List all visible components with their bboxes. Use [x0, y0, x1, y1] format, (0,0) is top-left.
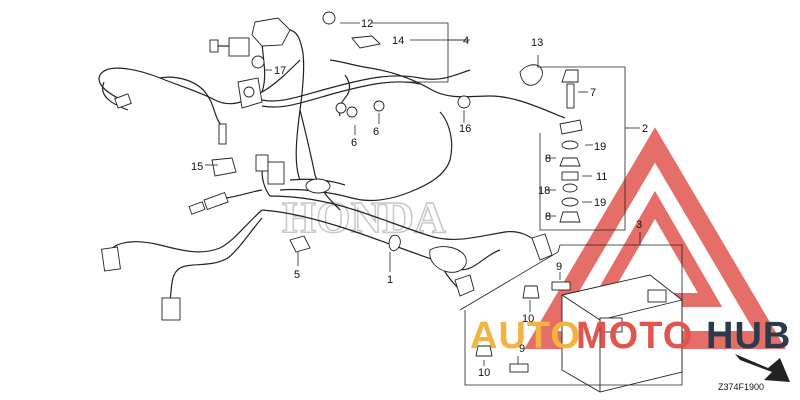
leader-lines [205, 22, 683, 386]
callout-7: 7 [590, 87, 596, 99]
callout-19a: 19 [594, 141, 606, 153]
callout-11: 11 [596, 171, 607, 183]
svg-text:MOTO: MOTO [576, 315, 693, 357]
battery [561, 274, 683, 393]
callout-18: 18 [538, 185, 550, 197]
front-direction-arrow: FR. [735, 349, 790, 382]
callout-10b: 10 [478, 367, 490, 379]
svg-text:FR.: FR. [741, 349, 760, 365]
callout-9b: 9 [519, 343, 525, 355]
callout-2: 2 [642, 123, 648, 135]
callout-5: 5 [294, 269, 300, 281]
callout-16: 16 [459, 123, 471, 135]
svg-text:AUTO: AUTO [470, 315, 581, 357]
callout-19b: 19 [594, 197, 606, 209]
callout-14: 14 [392, 35, 404, 47]
callout-12: 12 [361, 18, 373, 30]
callout-9a: 9 [556, 261, 562, 273]
small-hardware [211, 11, 583, 373]
callout-6b: 6 [351, 137, 357, 149]
svg-text:HUB: HUB [706, 315, 791, 357]
callout-numbers: 12 14 4 17 6 6 16 13 7 2 19 8 11 18 19 8… [191, 18, 648, 379]
callout-8b: 8 [545, 211, 551, 223]
callout-1: 1 [387, 274, 393, 286]
callout-10a: 10 [522, 313, 534, 325]
callout-17: 17 [274, 65, 286, 77]
callout-3: 3 [636, 219, 642, 231]
callout-8a: 8 [545, 153, 551, 165]
wire-harness [98, 17, 566, 321]
diagram-code: Z374F1900 [718, 382, 764, 392]
callout-4: 4 [463, 35, 469, 47]
callout-15: 15 [191, 161, 203, 173]
callout-13: 13 [531, 37, 543, 49]
callout-6a: 6 [373, 126, 379, 138]
automotohub-wordmark: AUTO MOTO HUB [470, 315, 791, 357]
